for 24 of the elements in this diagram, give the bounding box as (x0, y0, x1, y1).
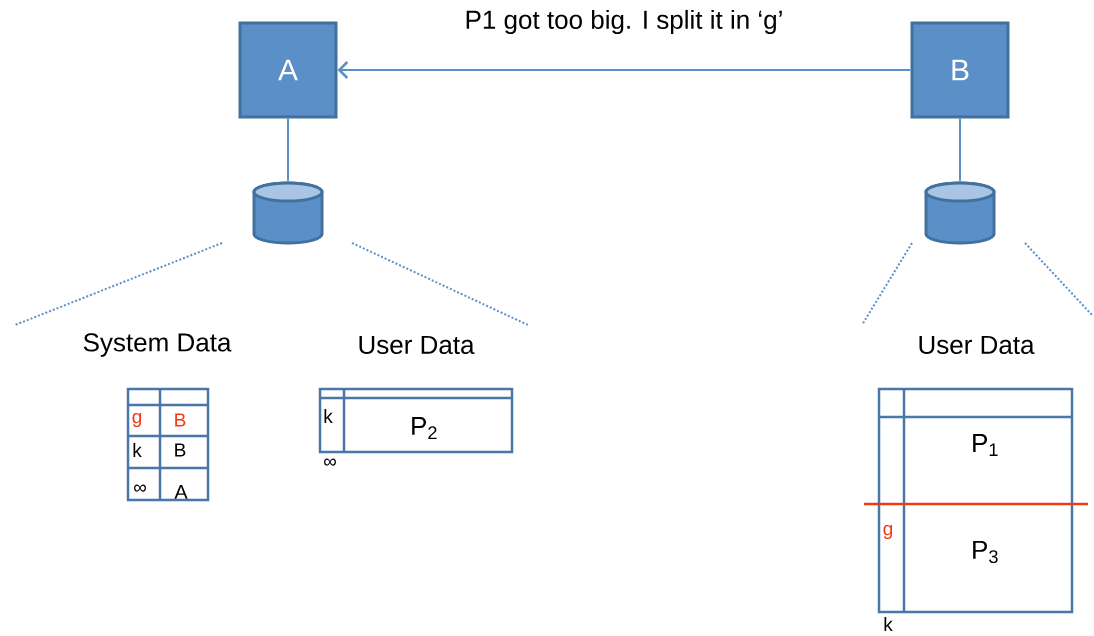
table-text: A (174, 485, 188, 499)
table-text: k (884, 617, 893, 631)
table-text: P$_{3}$ (973, 540, 998, 564)
table-text: g (132, 412, 142, 428)
edge-label: P1 got too big. I split it in ‘g’ (463, 8, 785, 36)
table-text: ∞ (134, 484, 146, 492)
section-heading: User Data (919, 335, 1035, 355)
connector-line (959, 117, 961, 182)
section-heading: System Data (83, 333, 232, 357)
server-box: B (910, 21, 1010, 119)
table-text: P$_{2}$ (412, 416, 437, 439)
table-text: g (883, 524, 893, 540)
section-heading: User Data (359, 335, 475, 355)
table-text: B (175, 443, 186, 457)
database-cylinder (924, 181, 996, 245)
arrow (337, 61, 912, 79)
table-text: ∞ (324, 458, 336, 466)
server-box: A (238, 21, 338, 119)
table-text: P$_{1}$ (973, 434, 998, 456)
connector-line (287, 117, 289, 182)
table-text: B (175, 413, 186, 427)
table-text: k (133, 443, 142, 457)
database-cylinder (252, 181, 324, 245)
table-text: k (324, 409, 333, 423)
